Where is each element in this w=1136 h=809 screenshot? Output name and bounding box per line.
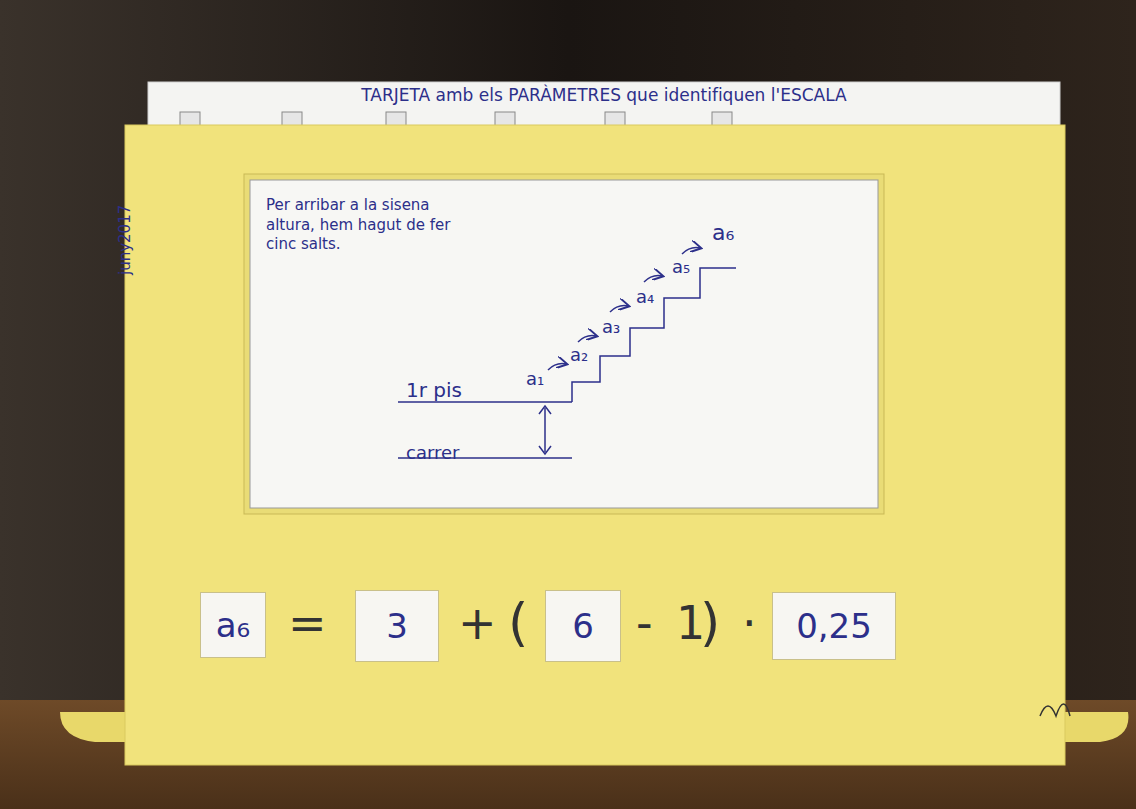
- formula-symbol: ): [700, 596, 720, 648]
- note-text: Per arribar a la sisena altura, hem hagu…: [266, 196, 456, 255]
- formula-box: 0,25: [772, 592, 896, 660]
- stair-label: a₁: [526, 370, 544, 388]
- formula-box: 3: [355, 590, 439, 662]
- stair-label: a₆: [712, 222, 734, 244]
- formula-symbol: -: [636, 600, 653, 646]
- formula-symbol: (: [508, 596, 528, 648]
- stair-label: a₅: [672, 258, 690, 276]
- stair-label: a₂: [570, 346, 588, 364]
- formula-symbol: =: [288, 600, 327, 646]
- formula-value: a₆: [216, 605, 250, 645]
- date-note: juny2017: [118, 205, 133, 275]
- formula-symbol: +: [458, 600, 497, 646]
- parameter-card-title: TARJETA amb els PARÀMETRES que identifiq…: [148, 84, 1060, 112]
- stair-label: a₄: [636, 288, 654, 306]
- formula-box: a₆: [200, 592, 266, 658]
- stair-label: a₃: [602, 318, 620, 336]
- signature: [1040, 704, 1070, 716]
- stair-drawing: [398, 248, 736, 458]
- yellow-card: [125, 125, 1065, 765]
- stair-label: carrer: [406, 444, 460, 462]
- formula-value: 6: [572, 606, 594, 646]
- formula-value: 0,25: [796, 606, 872, 646]
- inner-card: [250, 180, 878, 508]
- formula-box: 6: [545, 590, 621, 662]
- note-card: Per arribar a la sisena altura, hem hagu…: [266, 196, 456, 296]
- formula-value: 3: [386, 606, 408, 646]
- card-heading: TARJETA amb els PARÀMETRES que identifiq…: [148, 84, 1060, 106]
- stair-label: 1r pis: [406, 380, 462, 400]
- formula-symbol: ·: [742, 600, 757, 646]
- window-cut: [244, 174, 884, 514]
